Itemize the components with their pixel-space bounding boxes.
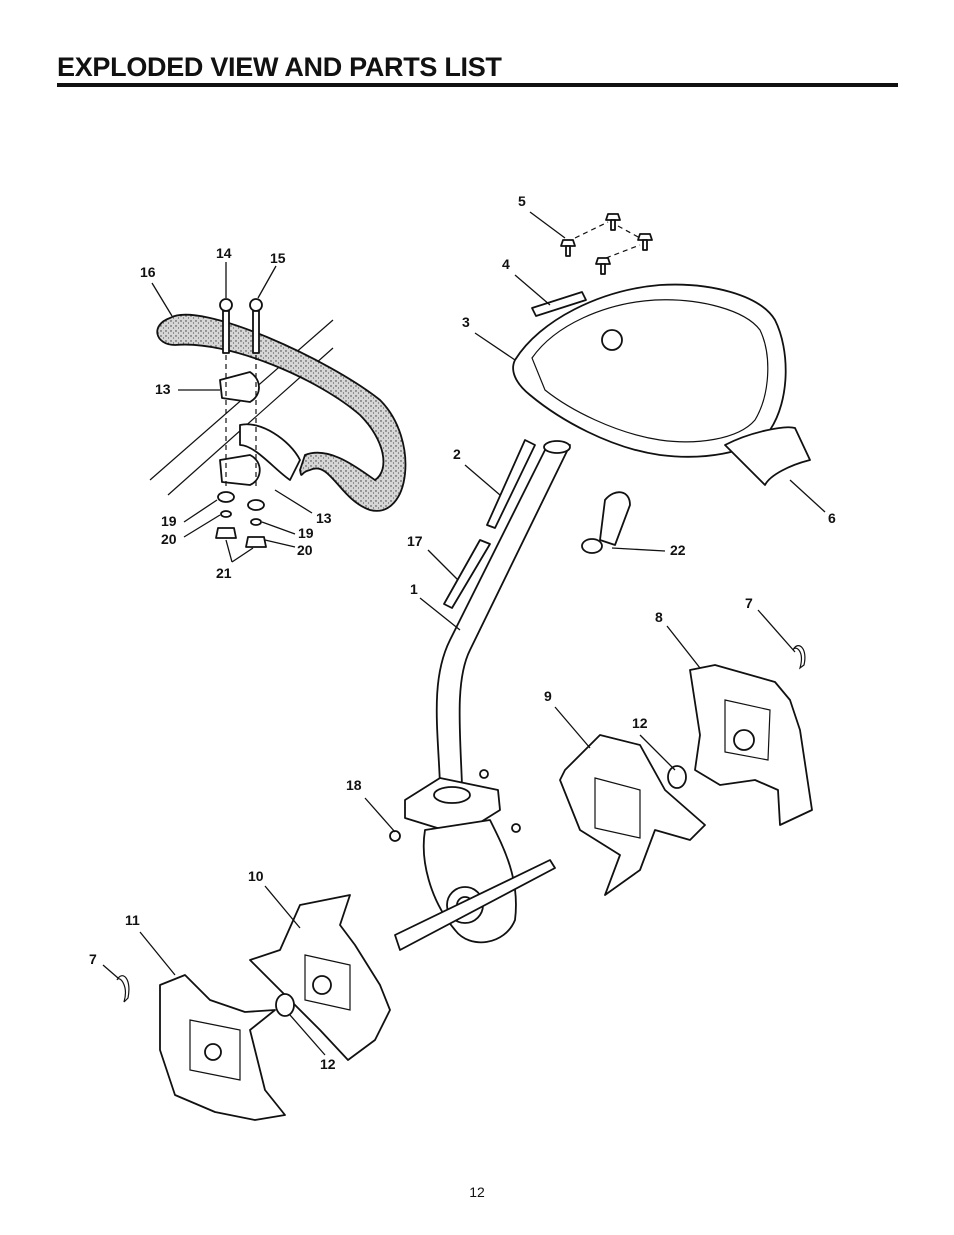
screws-5 bbox=[560, 213, 653, 275]
callout-19-left: 19 bbox=[161, 513, 177, 529]
callout-9: 9 bbox=[544, 688, 552, 704]
upper-clamp bbox=[219, 371, 260, 403]
tine-8 bbox=[689, 664, 813, 826]
washer-12-right bbox=[667, 765, 687, 789]
callout-13-right: 13 bbox=[316, 510, 332, 526]
callout-11: 11 bbox=[125, 912, 140, 928]
foam-grip bbox=[156, 313, 407, 512]
lower-clamp bbox=[219, 454, 261, 486]
callout-8: 8 bbox=[655, 609, 663, 625]
callout-22: 22 bbox=[670, 542, 686, 558]
pin-22 bbox=[581, 491, 631, 554]
callout-1: 1 bbox=[410, 581, 418, 597]
washer-12-left bbox=[275, 993, 295, 1017]
callout-14: 14 bbox=[216, 245, 232, 261]
callout-21: 21 bbox=[216, 565, 232, 581]
callout-20-right: 20 bbox=[297, 542, 313, 558]
engine-shroud bbox=[512, 213, 811, 554]
callout-13-left: 13 bbox=[155, 381, 171, 397]
callout-5: 5 bbox=[518, 193, 526, 209]
callout-15: 15 bbox=[270, 250, 286, 266]
callout-16: 16 bbox=[140, 264, 156, 280]
cover-6 bbox=[724, 426, 811, 486]
callout-12-right: 12 bbox=[632, 715, 648, 731]
clip-17 bbox=[443, 539, 491, 609]
page-number: 12 bbox=[469, 1184, 485, 1200]
handlebar-assembly bbox=[149, 298, 407, 548]
main-shaft bbox=[435, 439, 571, 786]
page-title: EXPLODED VIEW AND PARTS LIST bbox=[57, 52, 502, 82]
callout-labels: 5 4 3 2 17 1 6 22 7 8 9 12 18 10 11 7 12… bbox=[89, 193, 836, 1072]
callout-20-left: 20 bbox=[161, 531, 177, 547]
hairpin-7-right bbox=[792, 645, 806, 670]
callout-2: 2 bbox=[453, 446, 461, 462]
bolt-15 bbox=[249, 298, 263, 354]
tine-9 bbox=[559, 734, 706, 896]
callout-6: 6 bbox=[828, 510, 836, 526]
tine-11 bbox=[159, 974, 286, 1121]
callout-10: 10 bbox=[248, 868, 264, 884]
clip-2 bbox=[486, 439, 536, 529]
leader-lines bbox=[102, 211, 826, 1056]
callout-4: 4 bbox=[502, 256, 510, 272]
callout-7-left: 7 bbox=[89, 951, 97, 967]
callout-12-left: 12 bbox=[320, 1056, 336, 1072]
hairpin-7-left bbox=[116, 975, 130, 1003]
callout-3: 3 bbox=[462, 314, 470, 330]
callout-19-right: 19 bbox=[298, 525, 314, 541]
title-rule bbox=[57, 83, 898, 87]
callout-17: 17 bbox=[407, 533, 423, 549]
callout-18: 18 bbox=[346, 777, 362, 793]
bolt-14 bbox=[219, 298, 233, 354]
tine-10 bbox=[249, 894, 391, 1061]
gearbox bbox=[389, 769, 556, 951]
bracket-4 bbox=[531, 291, 587, 317]
callout-7-right: 7 bbox=[745, 595, 753, 611]
